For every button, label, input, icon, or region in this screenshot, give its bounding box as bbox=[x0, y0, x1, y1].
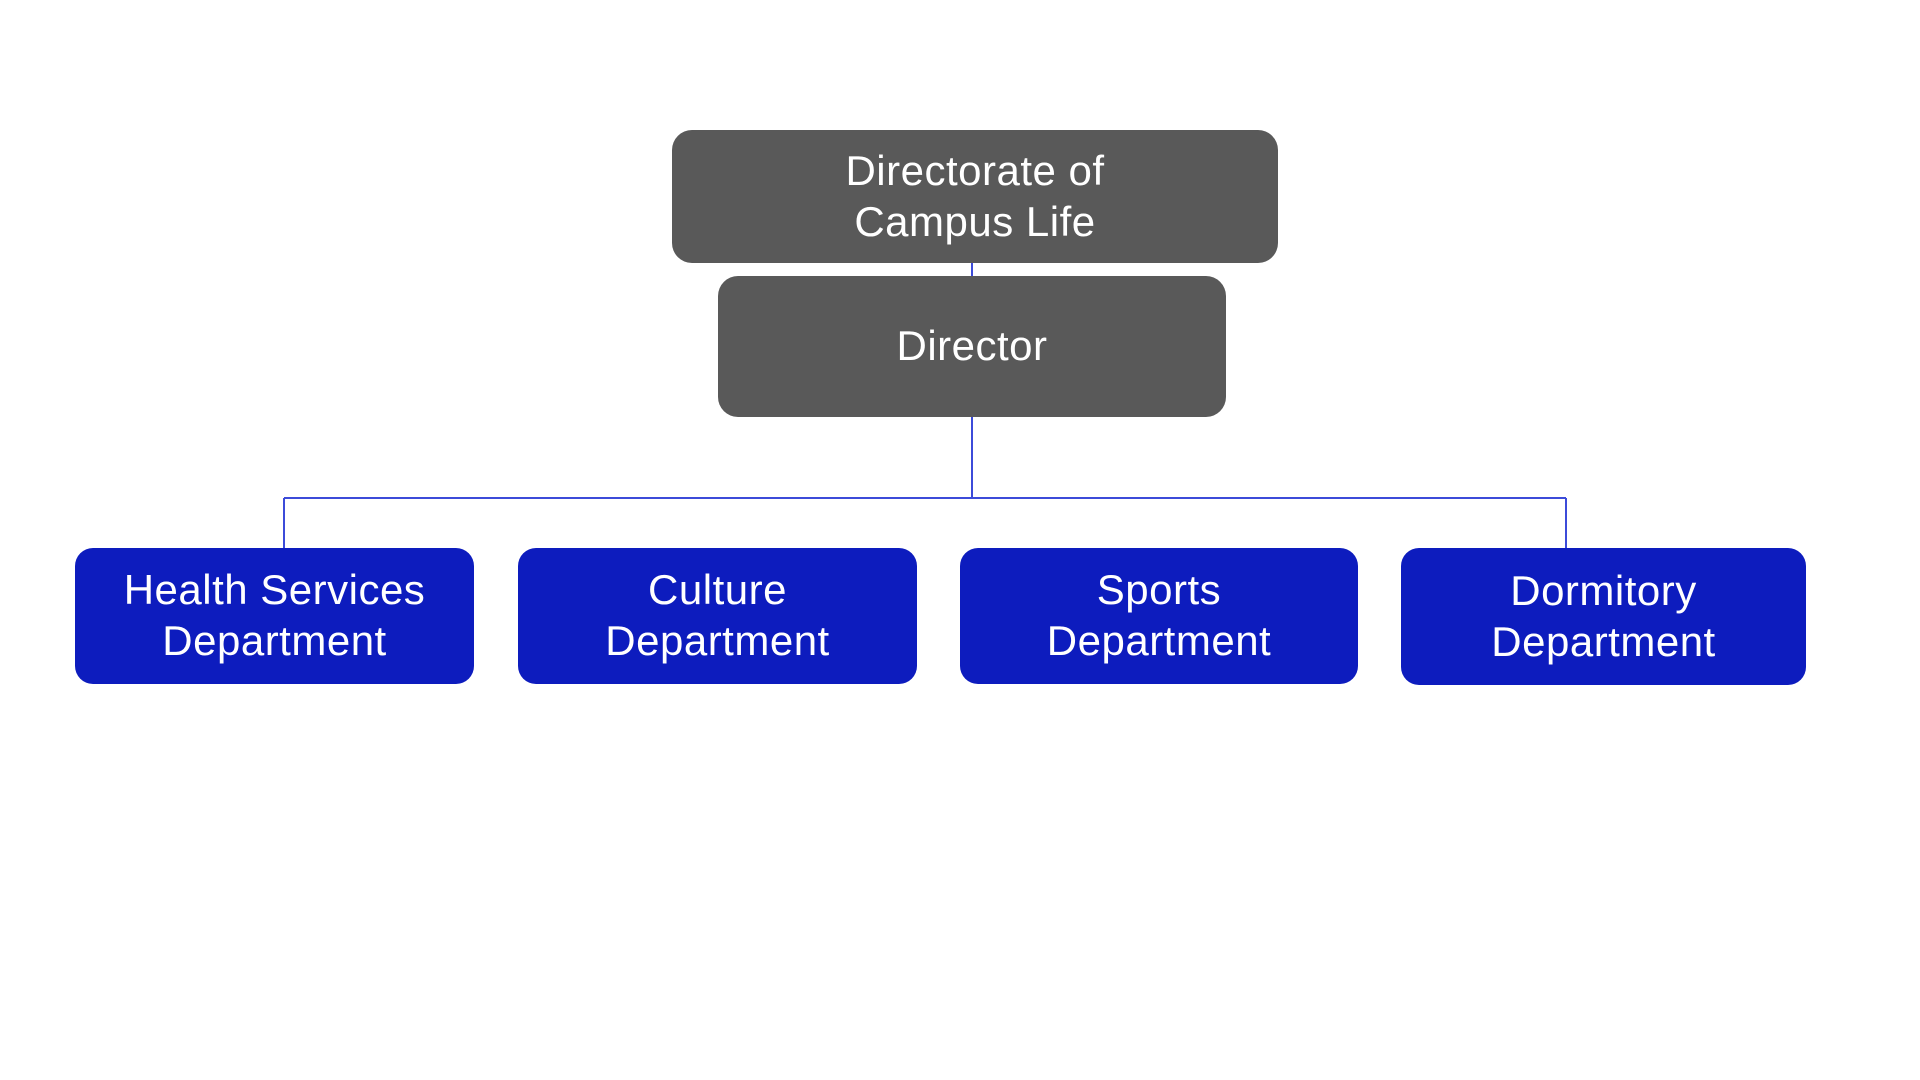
org-node-health-services-department: Health Services Department bbox=[75, 548, 474, 684]
org-node-dormitory-label: Dormitory Department bbox=[1491, 566, 1716, 665]
org-node-health-services-label: Health Services Department bbox=[123, 566, 426, 664]
org-node-dormitory-department: Dormitory Department bbox=[1401, 548, 1806, 685]
org-node-director: Director bbox=[718, 276, 1226, 417]
org-node-directorate-label: Directorate of Campus Life bbox=[845, 146, 1105, 245]
org-node-director-label: Director bbox=[896, 322, 1048, 370]
org-node-sports-label: Sports Department bbox=[1046, 566, 1272, 664]
org-node-culture-label: Culture Department bbox=[605, 566, 830, 664]
org-node-culture-department: Culture Department bbox=[518, 548, 917, 684]
org-node-sports-department: Sports Department bbox=[960, 548, 1358, 684]
org-node-directorate: Directorate of Campus Life bbox=[672, 130, 1278, 263]
